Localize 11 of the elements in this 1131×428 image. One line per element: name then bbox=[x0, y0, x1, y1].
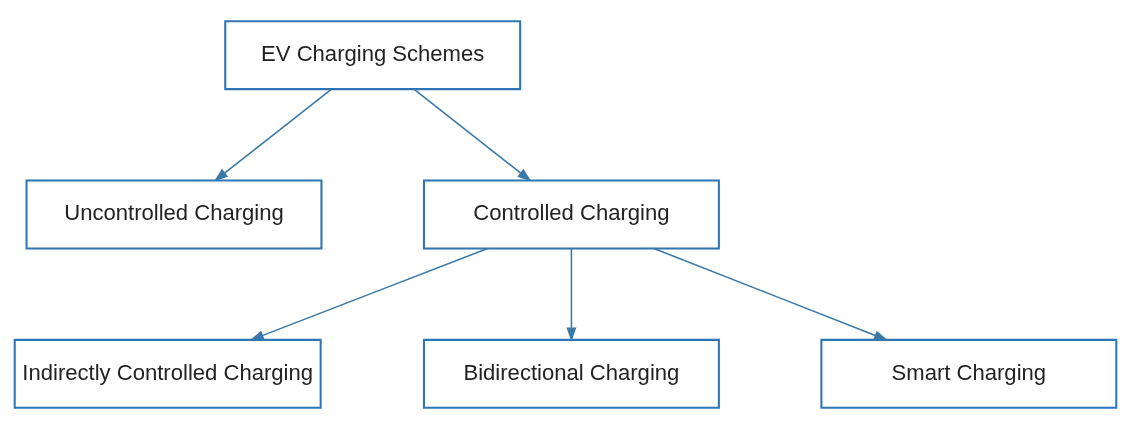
node-box: Indirectly Controlled Charging bbox=[13, 338, 322, 409]
node-box: EV Charging Schemes bbox=[224, 19, 522, 90]
arrow bbox=[652, 247, 889, 340]
arrow bbox=[566, 247, 577, 342]
node-box: Controlled Charging bbox=[422, 179, 720, 249]
arrow bbox=[413, 87, 532, 182]
node-box: Uncontrolled Charging bbox=[25, 179, 323, 249]
arrow bbox=[249, 247, 489, 340]
arrow bbox=[213, 87, 333, 182]
node-box: Smart Charging bbox=[820, 338, 1118, 409]
node-box: Bidirectional Charging bbox=[422, 338, 720, 409]
